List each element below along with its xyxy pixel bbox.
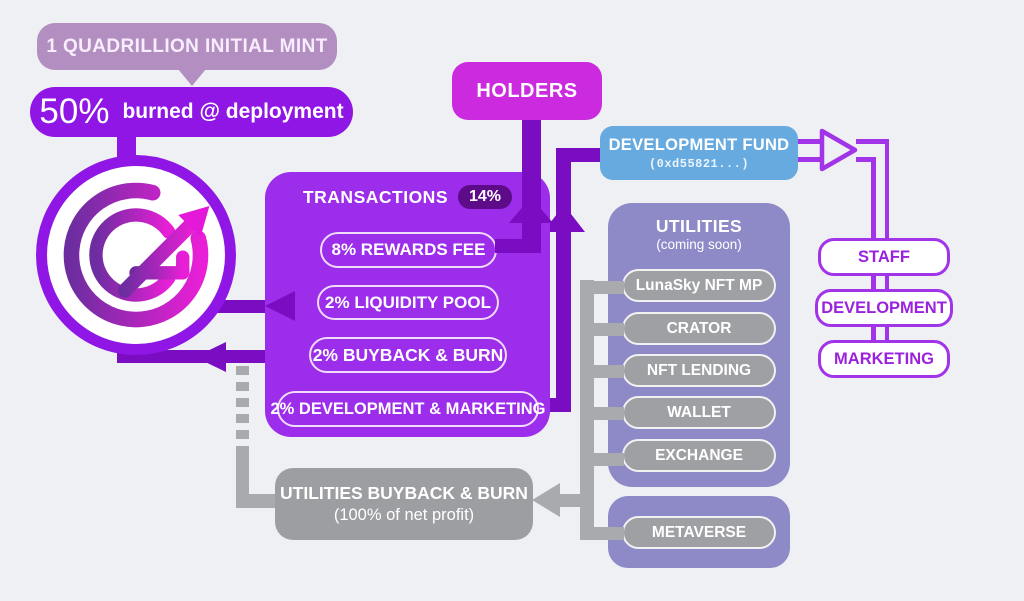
allocation-marketing-box: MARKETING	[818, 340, 950, 378]
stub-crator	[591, 323, 624, 336]
connector-devfund-top	[556, 148, 603, 162]
connector-rewards-elbow	[495, 239, 541, 253]
arrowhead-buyback-gray	[532, 483, 560, 517]
utility-exchange-label: EXCHANGE	[655, 446, 743, 464]
utility-wallet: WALLET	[622, 396, 776, 429]
stub-wallet	[591, 407, 624, 420]
arrowhead-holders-up	[509, 197, 553, 223]
utilities-buyback-box: UTILITIES BUYBACK & BURN (100% of net pr…	[275, 468, 533, 540]
utility-crator: CRATOR	[622, 312, 776, 345]
mint-pointer-triangle	[178, 69, 206, 86]
stub-lunasky	[591, 281, 624, 294]
transactions-header: TRANSACTIONS 14%	[265, 185, 550, 209]
fee-liquidity-label: 2% LIQUIDITY POOL	[325, 292, 491, 312]
metaverse-box: METAVERSE	[608, 496, 790, 568]
hollow-line-bottom-b	[856, 157, 875, 162]
token-logo-icon	[63, 182, 210, 328]
hollow-gap1-inner	[871, 276, 876, 289]
fee-buyback-label: 2% BUYBACK & BURN	[312, 344, 504, 365]
utility-wallet-label: WALLET	[667, 403, 731, 421]
transactions-badge: 14%	[458, 185, 513, 209]
fee-rewards-label: 8% REWARDS FEE	[331, 240, 486, 259]
utility-crator-label: CRATOR	[666, 319, 732, 337]
utility-nft-lending-label: NFT LENDING	[646, 361, 752, 379]
utilities-buyback-subtitle: (100% of net profit)	[333, 506, 475, 524]
initial-mint-box: 1 QUADRILLION INITIAL MINT	[37, 23, 337, 70]
connector-grayarrow-tail	[558, 494, 594, 507]
utilities-buyback-title: UTILITIES BUYBACK & BURN	[280, 483, 528, 503]
utilities-box: UTILITIES (coming soon) LunaSky NFT MP C…	[608, 203, 790, 487]
transactions-box: TRANSACTIONS 14% 8% REWARDS FEE 2% LIQUI…	[265, 172, 550, 437]
development-fund-box: DEVELOPMENT FUND (0xd55821...)	[600, 126, 798, 180]
connector-devfund-vertical	[556, 148, 571, 412]
hollow-gap1-outer	[884, 276, 889, 289]
holders-box: HOLDERS	[452, 62, 602, 120]
token-logo	[36, 155, 236, 355]
fee-development: 2% DEVELOPMENT & MARKETING	[270, 391, 546, 427]
burn-label: burned @ deployment	[122, 100, 344, 123]
utilities-subtitle: (coming soon)	[656, 237, 742, 252]
fee-rewards: 8% REWARDS FEE	[320, 232, 497, 268]
connector-return-horizontal	[236, 494, 282, 508]
utility-exchange: EXCHANGE	[622, 439, 776, 472]
stub-metaverse	[591, 527, 624, 540]
utilities-title: UTILITIES	[655, 216, 743, 236]
hollow-arrow-top-a	[798, 139, 822, 144]
hollow-gap2-inner	[871, 327, 876, 340]
allocation-development-label: DEVELOPMENT	[821, 298, 947, 317]
allocation-staff-box: STAFF	[818, 238, 950, 276]
arrowhead-buyback-left	[195, 342, 226, 372]
stub-exchange	[591, 453, 624, 466]
utility-lunasky-label: LunaSky NFT MP	[635, 276, 763, 294]
allocation-development-box: DEVELOPMENT	[815, 289, 953, 327]
fee-buyback: 2% BUYBACK & BURN	[309, 337, 507, 373]
development-fund-title: DEVELOPMENT FUND	[608, 135, 790, 154]
utility-metaverse-label: METAVERSE	[651, 523, 747, 541]
stub-nft-lending	[591, 365, 624, 378]
allocation-marketing-label: MARKETING	[834, 349, 934, 368]
transactions-title: TRANSACTIONS	[302, 186, 448, 207]
hollow-gap2-outer	[884, 327, 889, 340]
connector-burn-to-coin	[117, 130, 136, 162]
holders-label: HOLDERS	[476, 79, 578, 102]
fee-development-label: 2% DEVELOPMENT & MARKETING	[270, 399, 546, 418]
arrowhead-liquidity-left	[265, 291, 295, 321]
utility-nft-lending: NFT LENDING	[622, 354, 776, 387]
connector-dashed-return	[236, 366, 249, 458]
hollow-arrow-bottom-a	[798, 157, 822, 162]
hollow-vertical-outer	[884, 139, 889, 238]
fee-liquidity: 2% LIQUIDITY POOL	[317, 285, 499, 320]
hollow-line-top-b	[856, 139, 889, 144]
utility-lunasky: LunaSky NFT MP	[622, 269, 776, 302]
connector-utility-bus	[580, 280, 594, 540]
burned-at-deployment-box: 50% burned @ deployment	[30, 87, 353, 137]
connector-holders-stem	[522, 118, 541, 253]
development-fund-address: (0xd55821...)	[648, 156, 750, 171]
hollow-arrowhead	[819, 128, 858, 172]
hollow-vertical-inner	[871, 157, 876, 238]
utility-metaverse: METAVERSE	[622, 516, 776, 549]
initial-mint-label: 1 QUADRILLION INITIAL MINT	[46, 35, 328, 57]
burn-percent: 50%	[39, 92, 110, 131]
allocation-staff-label: STAFF	[858, 247, 910, 266]
